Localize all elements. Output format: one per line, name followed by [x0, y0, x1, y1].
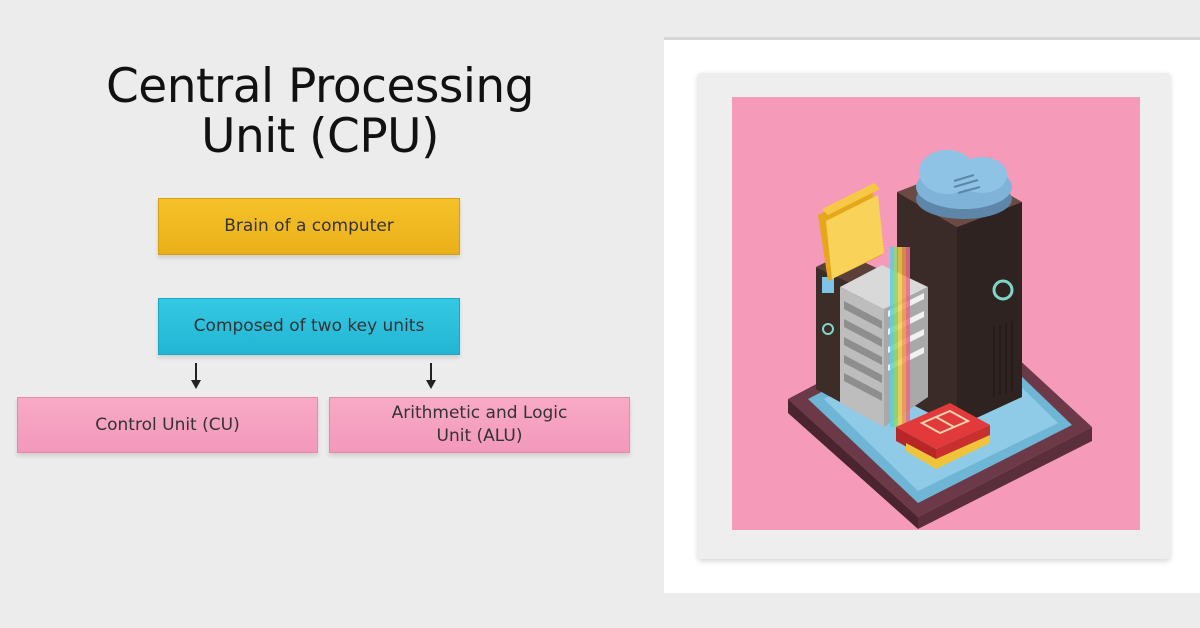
- page-title: Central Processing Unit (CPU): [40, 62, 600, 162]
- data-stream-icon: [890, 247, 910, 427]
- folder-icon: [818, 183, 884, 281]
- brain-box-label: Brain of a computer: [224, 216, 394, 236]
- alu-label-line-1: Arithmetic and Logic: [391, 403, 568, 423]
- alu-label: Arithmetic and Logic Unit (ALU): [392, 402, 568, 448]
- down-arrow-icon: [191, 363, 201, 389]
- brain-box: Brain of a computer: [158, 198, 460, 255]
- control-unit-label: Control Unit (CU): [95, 414, 240, 435]
- composed-box: Composed of two key units: [158, 298, 460, 355]
- alu-box: Arithmetic and Logic Unit (ALU): [329, 397, 630, 453]
- blade-server-icon: [840, 265, 928, 427]
- title-line-2: Unit (CPU): [201, 109, 439, 164]
- cpu-illustration: [732, 97, 1140, 530]
- cloud-icon: [916, 150, 1012, 219]
- composed-box-label: Composed of two key units: [193, 316, 425, 336]
- control-unit-box: Control Unit (CU): [17, 397, 318, 453]
- server-illustration: [788, 150, 1092, 529]
- title-line-1: Central Processing: [105, 59, 535, 114]
- chip-icon: [896, 403, 990, 469]
- alu-label-line-2: Unit (ALU): [436, 426, 523, 446]
- down-arrow-icon: [426, 363, 436, 389]
